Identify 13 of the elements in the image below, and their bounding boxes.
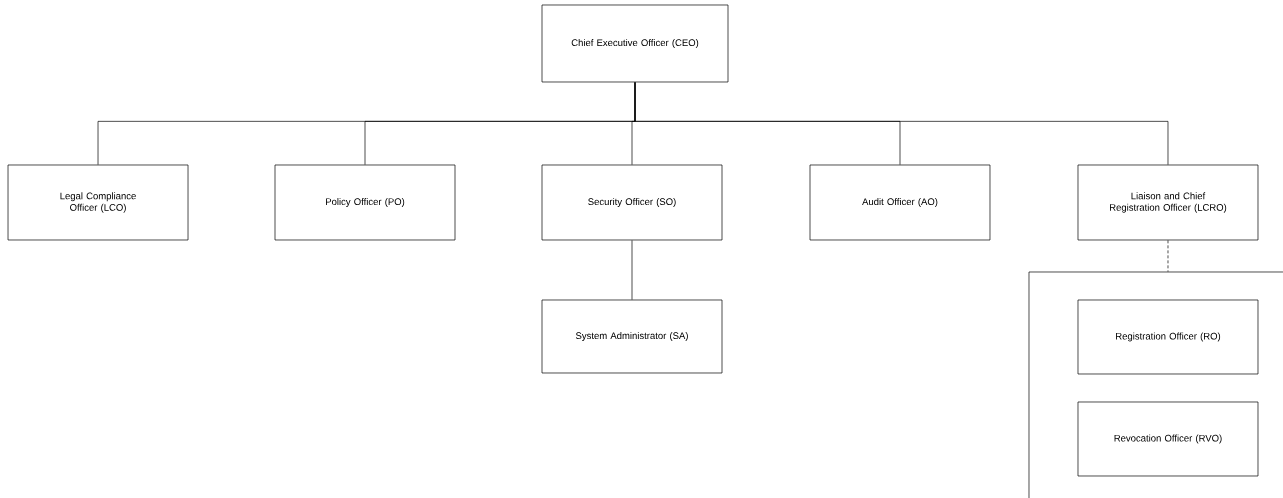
role-box: System Administrator (SA) (541, 299, 723, 374)
role-box: Policy Officer (PO) (274, 164, 456, 241)
role-box: Revocation Officer (RVO) (1077, 401, 1259, 477)
connector-line (631, 240, 633, 300)
role-box: Legal Compliance Officer (LCO) (7, 164, 189, 241)
role-box: Liaison and Chief Registration Officer (LCRO) (1077, 164, 1259, 241)
role-box: Registration Officer (RO) (1077, 299, 1259, 375)
connector-line (634, 82, 1169, 165)
role-box: Security Officer (SO) (541, 164, 723, 241)
group-bracket (1028, 271, 1283, 498)
connector-line (1167, 240, 1169, 272)
role-box: Chief Executive Officer (CEO) (541, 4, 729, 83)
role-box: Audit Officer (AO) (809, 164, 991, 241)
